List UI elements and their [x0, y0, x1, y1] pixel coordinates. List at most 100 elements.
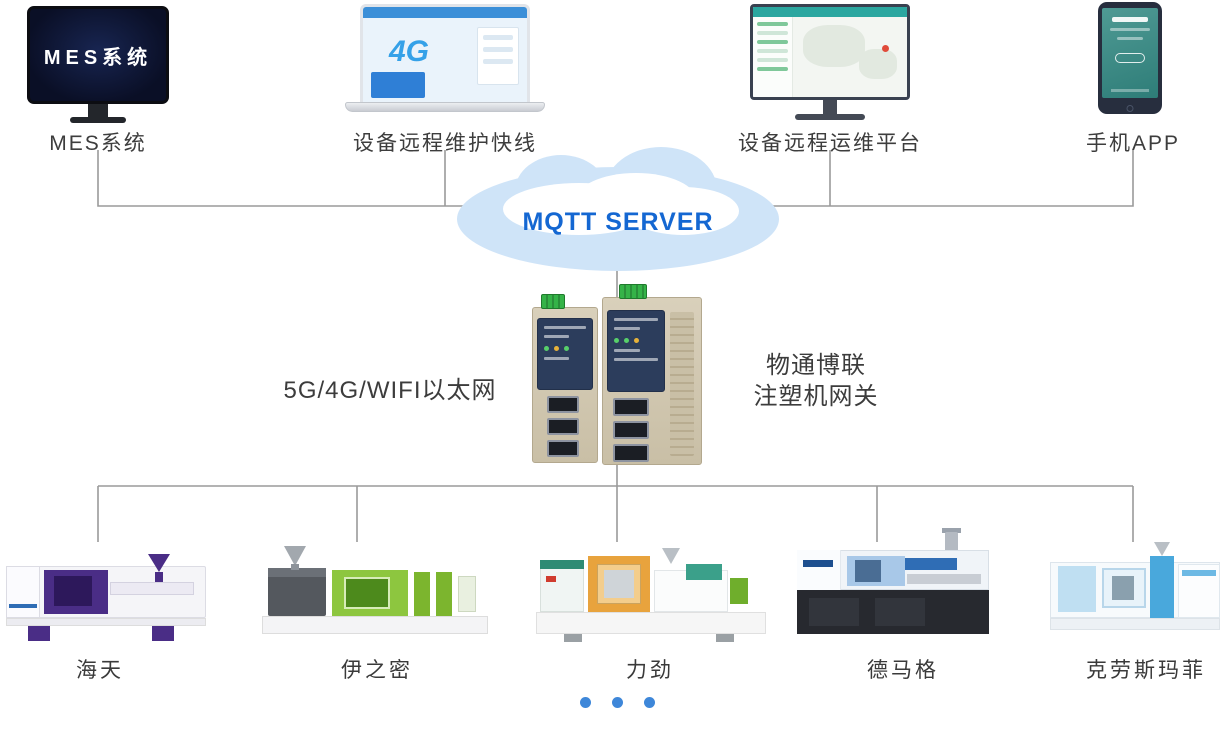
hopper-stem	[291, 564, 299, 570]
cabinet-teal-band	[540, 560, 584, 569]
logo-stripe	[803, 560, 833, 567]
pagination-dot[interactable]	[580, 697, 591, 708]
pagination-dot[interactable]	[644, 697, 655, 708]
phone-screen-footer-line	[1111, 89, 1149, 92]
laptop: 4G	[345, 4, 545, 114]
platform-monitor-stand-neck	[823, 100, 837, 114]
laptop-label: 设备远程维护快线	[353, 132, 537, 155]
accent-bar	[905, 558, 957, 570]
clamp-window	[54, 576, 92, 606]
phone-screen-text-line	[1110, 28, 1150, 31]
hopper-stem	[155, 572, 163, 582]
network-type-label: 5G/4G/WIFI以太网	[283, 377, 497, 404]
laptop-screen-login-card	[477, 27, 519, 85]
map-region-shape	[859, 49, 897, 79]
blue-tower	[1150, 556, 1174, 618]
phone-screen-text-line	[1117, 37, 1143, 40]
hopper-funnel	[148, 554, 170, 572]
phone-screen-title-bar	[1112, 17, 1148, 22]
phone-label: 手机APP	[1085, 132, 1181, 155]
hopper-funnel	[1154, 542, 1170, 556]
mqtt-cloud: MQTT SERVER	[457, 147, 779, 271]
machine-base	[536, 612, 766, 634]
base-door	[809, 598, 859, 626]
mes-monitor-stand-neck	[88, 104, 108, 117]
platen-frame	[436, 572, 452, 616]
gateway-name-line1: 物通博联	[766, 352, 866, 379]
sidebar-tree-row	[757, 40, 788, 44]
machine-lk	[534, 538, 770, 652]
machine-foot	[564, 634, 582, 642]
status-led-row	[544, 346, 586, 351]
mes-screen-title: MES系统	[43, 46, 153, 69]
hopper-funnel	[662, 548, 680, 564]
led-indicator	[624, 338, 629, 343]
machine-label-yizumi: 伊之密	[341, 659, 413, 682]
ethernet-port	[613, 398, 649, 416]
machine-haitian	[2, 540, 214, 654]
machine-demag	[795, 528, 995, 658]
phone	[1098, 2, 1162, 114]
machine-label-haitian: 海天	[76, 659, 124, 682]
machine-yizumi	[260, 540, 492, 654]
platform-monitor	[750, 4, 910, 124]
logo-panel	[797, 550, 841, 590]
clamp-window	[344, 577, 390, 609]
platen-frame	[414, 572, 430, 616]
machine-label-demag: 德马格	[867, 659, 939, 682]
clamp-window-inner	[1112, 576, 1134, 600]
laptop-base	[345, 102, 545, 112]
light-blue-section	[1058, 566, 1096, 612]
cylinder-cap	[942, 528, 961, 533]
phone-body	[1098, 2, 1162, 114]
machine-label-lk: 力劲	[626, 659, 674, 682]
ethernet-port	[547, 418, 579, 435]
panel-label-line	[614, 327, 641, 330]
gateway-front-panel	[607, 310, 665, 392]
led-indicator	[564, 346, 569, 351]
machine-base	[262, 616, 488, 634]
machine-foot	[28, 626, 50, 641]
ethernet-port	[613, 444, 649, 462]
map-region-shape	[803, 25, 865, 67]
hopper-funnel	[284, 546, 306, 566]
base-door	[875, 598, 925, 626]
sidebar-tree-row	[757, 58, 788, 62]
sidebar-tree-row	[757, 67, 788, 71]
ethernet-port	[547, 440, 579, 457]
panel-label-line	[614, 358, 658, 361]
laptop-screen: 4G	[360, 4, 530, 102]
login-card-line	[483, 47, 513, 52]
led-indicator	[544, 346, 549, 351]
phone-screen-button	[1115, 53, 1145, 63]
laptop-screen-header-bar	[363, 7, 527, 18]
cloud-inner-white-shape	[627, 187, 739, 235]
guard-window-inner	[604, 570, 634, 598]
gateway-name-label: 物通博联 注塑机网关	[736, 350, 896, 412]
led-indicator	[634, 338, 639, 343]
led-indicator	[614, 338, 619, 343]
clamp-window	[855, 560, 881, 582]
platform-monitor-screen	[750, 4, 910, 100]
laptop-screen-4g-text: 4G	[389, 35, 430, 68]
machine-label-kraussmaffei: 克劳斯玛菲	[1086, 659, 1206, 682]
platform-screen-topbar	[753, 7, 907, 17]
vertical-cylinder	[945, 532, 958, 554]
machine-foot	[716, 634, 734, 642]
machine-endcap	[458, 576, 476, 612]
sidebar-tree-row	[757, 31, 788, 35]
panel-label-line	[544, 335, 570, 338]
carousel-pagination	[580, 697, 655, 708]
pagination-dot[interactable]	[612, 697, 623, 708]
phone-screen	[1102, 8, 1158, 98]
machine-skirt	[6, 618, 206, 626]
gateway-device	[528, 283, 704, 465]
platform-screen-sidebar	[753, 17, 793, 97]
mqtt-server-label: MQTT SERVER	[522, 208, 714, 236]
injection-barrel	[110, 582, 194, 595]
map-marker-icon	[882, 45, 889, 52]
teal-block	[686, 564, 722, 580]
cabinet-logo-stripe	[9, 604, 37, 608]
cabinet-logo-mark	[546, 576, 556, 582]
